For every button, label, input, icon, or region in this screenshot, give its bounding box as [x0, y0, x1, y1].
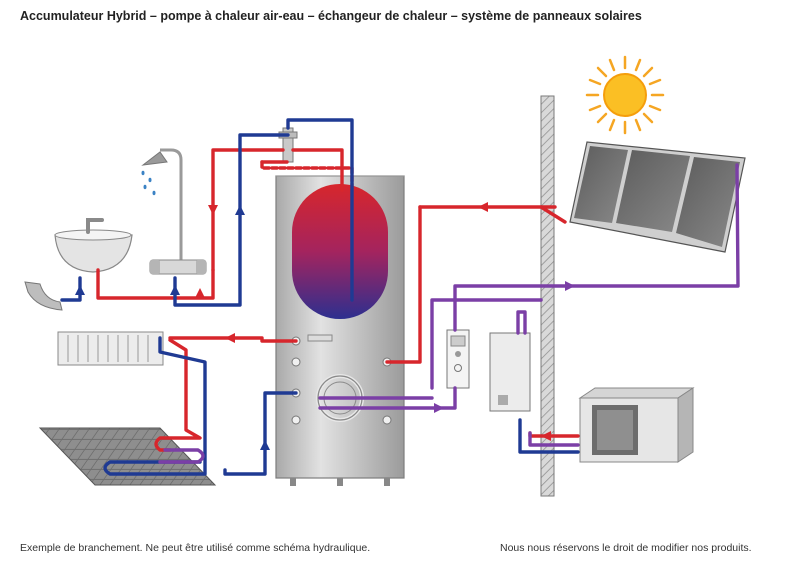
cold-water-pipes	[60, 118, 580, 476]
footer-note-rights: Nous nous réservons le droit de modifier…	[500, 542, 752, 554]
heat-pump-icon	[578, 387, 695, 463]
sink-icon	[54, 218, 133, 273]
floor-heating-icon	[38, 427, 217, 486]
heat-exchanger-unit	[489, 332, 531, 412]
controller-unit	[446, 329, 470, 389]
shower-icon	[141, 148, 207, 275]
sun-icon	[585, 55, 665, 135]
exhaust-pipe-icon	[24, 281, 63, 311]
diagram-title: Accumulateur Hybrid – pompe à chaleur ai…	[20, 9, 642, 23]
solar-panel-icon	[569, 141, 746, 253]
mixing-valve-icon	[278, 127, 298, 163]
footer-note-example: Exemple de branchement. Ne peut être uti…	[20, 542, 371, 554]
solar-circuit-pipes	[158, 163, 740, 464]
radiator-icon	[57, 331, 164, 366]
storage-tank-icon	[275, 175, 405, 486]
exterior-wall	[540, 95, 555, 497]
